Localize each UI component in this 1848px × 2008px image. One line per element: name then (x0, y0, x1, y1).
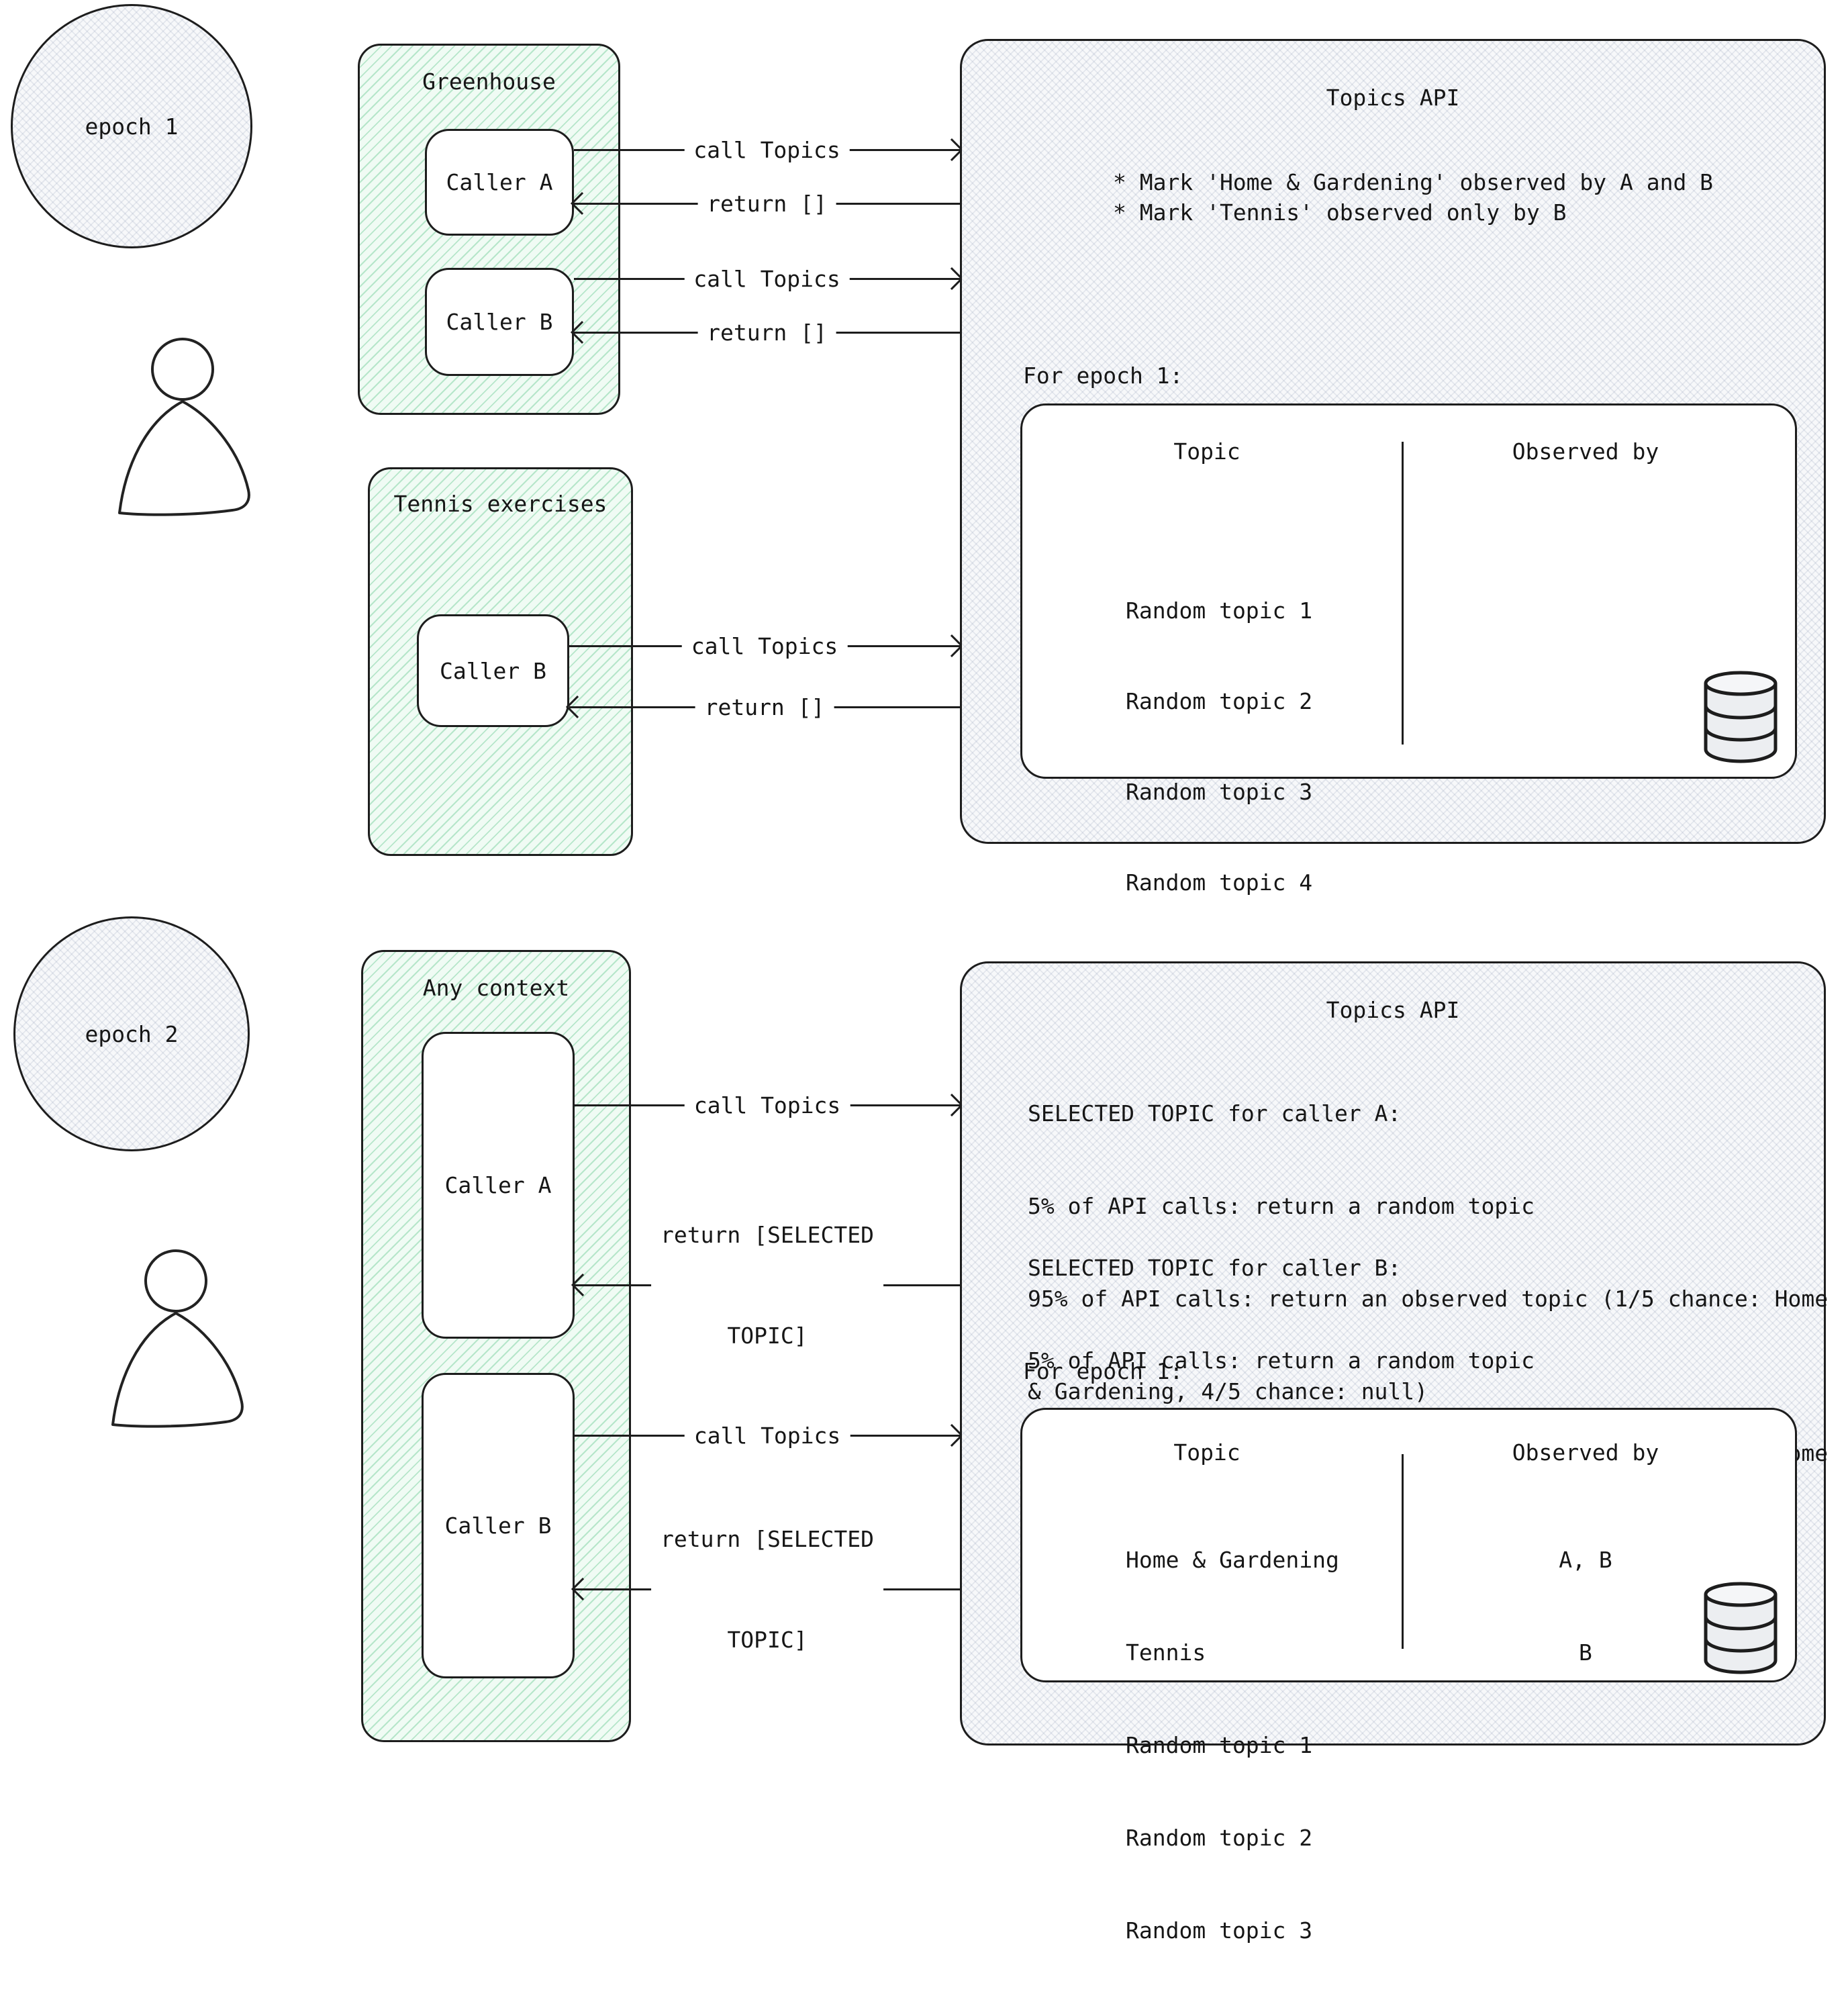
epoch-heading: For epoch 1: (1023, 1358, 1183, 1384)
rule-line: 5% of API calls: return a random topic (1028, 1347, 1535, 1374)
topics-api-box-epoch2: Topics API SELECTED TOPIC for caller A: … (960, 961, 1828, 1944)
return-label: return [] (697, 315, 836, 351)
topics-table-epoch1: Topic Observed by Random topic 1 Random … (1020, 403, 1797, 986)
topic-row: Random topic 2 (1126, 688, 1313, 714)
return-label: return [] (697, 186, 836, 222)
person-icon (113, 337, 257, 520)
database-icon (1700, 669, 1781, 764)
caller-b-box-epoch2: Caller B (422, 1373, 575, 1678)
table-divider (1402, 442, 1404, 745)
call-topics-label: call Topics (681, 628, 848, 665)
topics-api-title: Topics API (1326, 997, 1460, 1023)
topic-list: Home & Gardening Tennis Random topic 1 R… (1126, 1483, 1339, 2008)
rule-line: SELECTED TOPIC for caller B: (1028, 1255, 1402, 1281)
topics-table-epoch2: Topic Observed by Home & Gardening Tenni… (1020, 1408, 1797, 1944)
epoch-heading: For epoch 1: (1023, 363, 1183, 389)
return-selected-line2: TOPIC] (727, 1627, 808, 1653)
topic-row: Tennis (1126, 1639, 1206, 1666)
return-selected-line1: return [SELECTED (661, 1526, 874, 1552)
caller-b-tennis-box: Caller B (417, 614, 569, 727)
call-topics-label: call Topics (684, 261, 850, 297)
topic-row: Random topic 3 (1126, 1917, 1313, 1944)
caller-b-label: Caller B (446, 309, 553, 335)
topic-row: Random topic 2 (1126, 1825, 1313, 1851)
topic-row: Random topic 3 (1126, 779, 1313, 805)
return-selected-line2: TOPIC] (727, 1323, 808, 1349)
return-selected-label: return [SELECTED TOPIC] (651, 1454, 883, 1725)
column-header-observed: Observed by (1512, 438, 1659, 465)
observed-list: A, B B (1533, 1483, 1639, 1730)
observed-row: A, B (1559, 1547, 1612, 1573)
rule-line: 5% of API calls: return a random topic (1028, 1193, 1535, 1219)
return-selected-line1: return [SELECTED (661, 1222, 874, 1248)
api-note-2: * Mark 'Tennis' observed only by B (1113, 199, 1567, 226)
call-topics-label: call Topics (684, 1418, 850, 1454)
rule-line: & Gardening, 4/5 chance: null) (1028, 1378, 1428, 1404)
person-icon (106, 1249, 250, 1431)
epoch2-circle: epoch 2 (13, 916, 250, 1151)
table-divider (1402, 1454, 1404, 1649)
column-header-topic: Topic (1173, 438, 1241, 465)
caller-b-box: Caller B (425, 268, 574, 376)
epoch1-circle: epoch 1 (11, 4, 252, 248)
return-selected-label: return [SELECTED TOPIC] (651, 1150, 883, 1421)
topic-row: Home & Gardening (1126, 1547, 1339, 1573)
caller-b-label: Caller B (444, 1513, 552, 1539)
any-context-title: Any context (422, 975, 570, 1001)
topic-row: Random topic 1 (1126, 597, 1313, 624)
topics-api-title: Topics API (1326, 85, 1460, 111)
caller-b-tennis-label: Caller B (440, 657, 546, 684)
observed-row: B (1579, 1639, 1592, 1666)
caller-a-box: Caller A (425, 129, 574, 236)
column-header-observed: Observed by (1512, 1439, 1659, 1466)
api-note-1: * Mark 'Home & Gardening' observed by A … (1113, 169, 1714, 195)
diagram-canvas: epoch 1 Greenhouse Caller A Caller B Ten… (11, 4, 1828, 1944)
rule-line: 95% of API calls: return an observed top… (1028, 1286, 1829, 1312)
return-label: return [] (695, 689, 834, 726)
topic-row: Random topic 4 (1126, 869, 1313, 896)
topic-row: Random topic 1 (1126, 1732, 1313, 1758)
epoch1-label: epoch 1 (85, 113, 179, 140)
epoch2-label: epoch 2 (85, 1020, 179, 1047)
caller-a-label: Caller A (446, 169, 553, 195)
database-icon (1700, 1580, 1781, 1675)
tennis-title: Tennis exercises (393, 491, 607, 517)
call-topics-label: call Topics (684, 132, 850, 169)
column-header-topic: Topic (1173, 1439, 1241, 1466)
rule-line: SELECTED TOPIC for caller A: (1028, 1100, 1402, 1127)
caller-a-box-epoch2: Caller A (422, 1032, 575, 1339)
greenhouse-title: Greenhouse (422, 68, 556, 95)
selected-topic-rules-a: SELECTED TOPIC for caller A: 5% of API c… (1028, 1037, 1828, 1469)
call-topics-label: call Topics (684, 1088, 850, 1124)
caller-a-label: Caller A (444, 1172, 552, 1198)
topics-api-box-epoch1: Topics API * Mark 'Home & Gardening' obs… (960, 39, 1826, 986)
